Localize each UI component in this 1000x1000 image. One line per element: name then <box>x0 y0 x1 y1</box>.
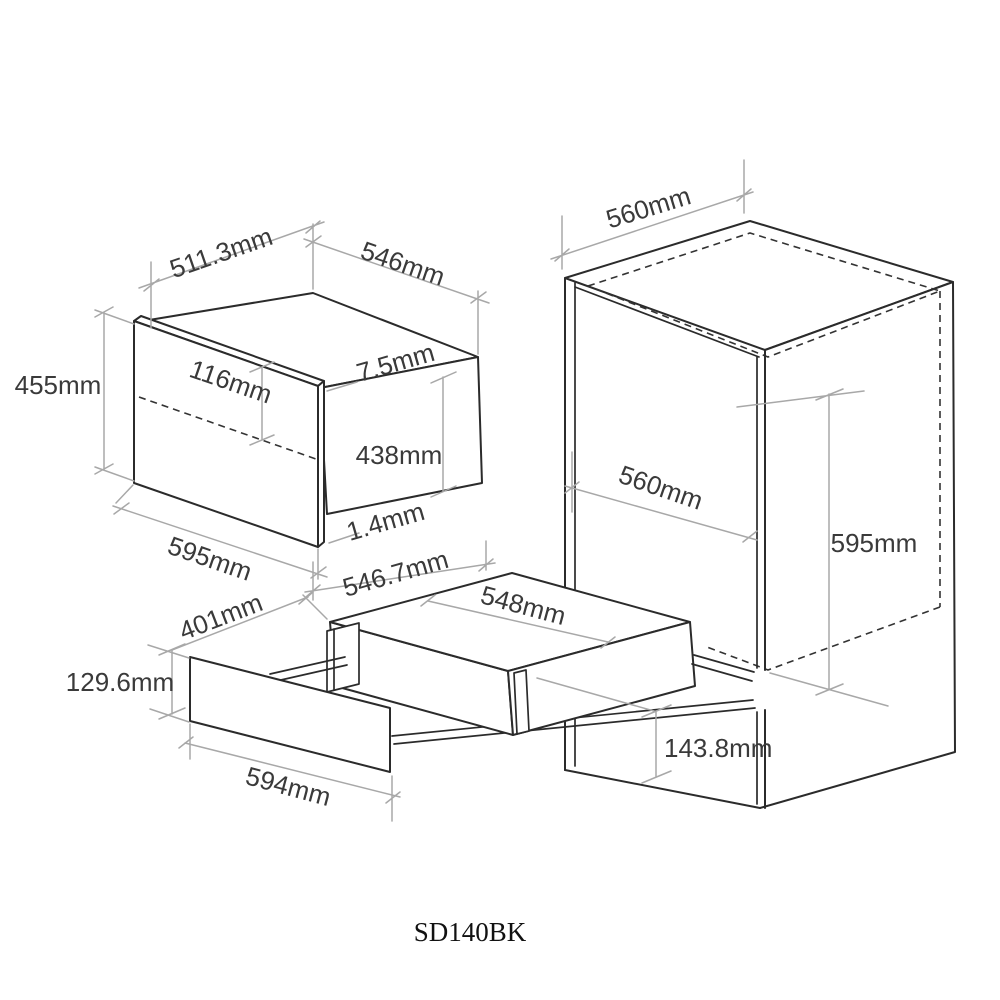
dim-label-drawer-front-panel-height: 129.6mm <box>66 667 174 697</box>
dim-label-drawer-install-height: 143.8mm <box>664 733 772 763</box>
model-number-label: SD140BK <box>414 917 527 947</box>
dim-drawer-install-height: 143.8mm <box>536 677 772 784</box>
dim-appliance-front-height: 455mm <box>15 306 135 482</box>
dim-label-appliance-body-height: 438mm <box>356 440 443 470</box>
dim-label-appliance-front-height: 455mm <box>15 370 102 400</box>
drawer-front-panel <box>189 656 391 773</box>
dim-cabinet-opening-width: 560mm <box>564 451 758 543</box>
dim-drawer-front-panel-height: 129.6mm <box>66 643 190 723</box>
cabinet-front-top-inner-edge <box>574 286 760 358</box>
cabinet-cavity-dashed-bottom <box>706 606 941 671</box>
appliance-panel-dashed-line <box>138 396 317 460</box>
cabinet-front-bottom-edge <box>564 769 761 809</box>
dim-label-appliance-top-depth: 546mm <box>357 235 449 292</box>
dim-appliance-body-height: 438mm <box>356 371 457 498</box>
drawer-right-rail-stub <box>691 654 755 682</box>
drawer-left-rail-stub <box>269 656 348 683</box>
cabinet-drawing <box>564 220 956 809</box>
drawer-front-bracket <box>513 669 530 735</box>
dim-cabinet-opening-height: 595mm <box>736 388 918 707</box>
dim-label-cabinet-opening-height: 595mm <box>831 528 918 558</box>
dim-label-cabinet-opening-width: 560mm <box>615 459 707 516</box>
cabinet-right-face <box>760 282 955 808</box>
drawer-tray-right-face <box>507 621 696 736</box>
appliance-door-front <box>133 320 319 548</box>
dim-drawer-extension: 401mm <box>171 587 328 651</box>
dim-label-drawer-extension: 401mm <box>175 587 267 646</box>
drawer-drawing <box>189 572 756 773</box>
cabinet-cutout-dashed <box>585 232 943 358</box>
appliance-drawing <box>133 292 483 548</box>
dim-label-appliance-top-width: 511.3mm <box>166 221 276 284</box>
